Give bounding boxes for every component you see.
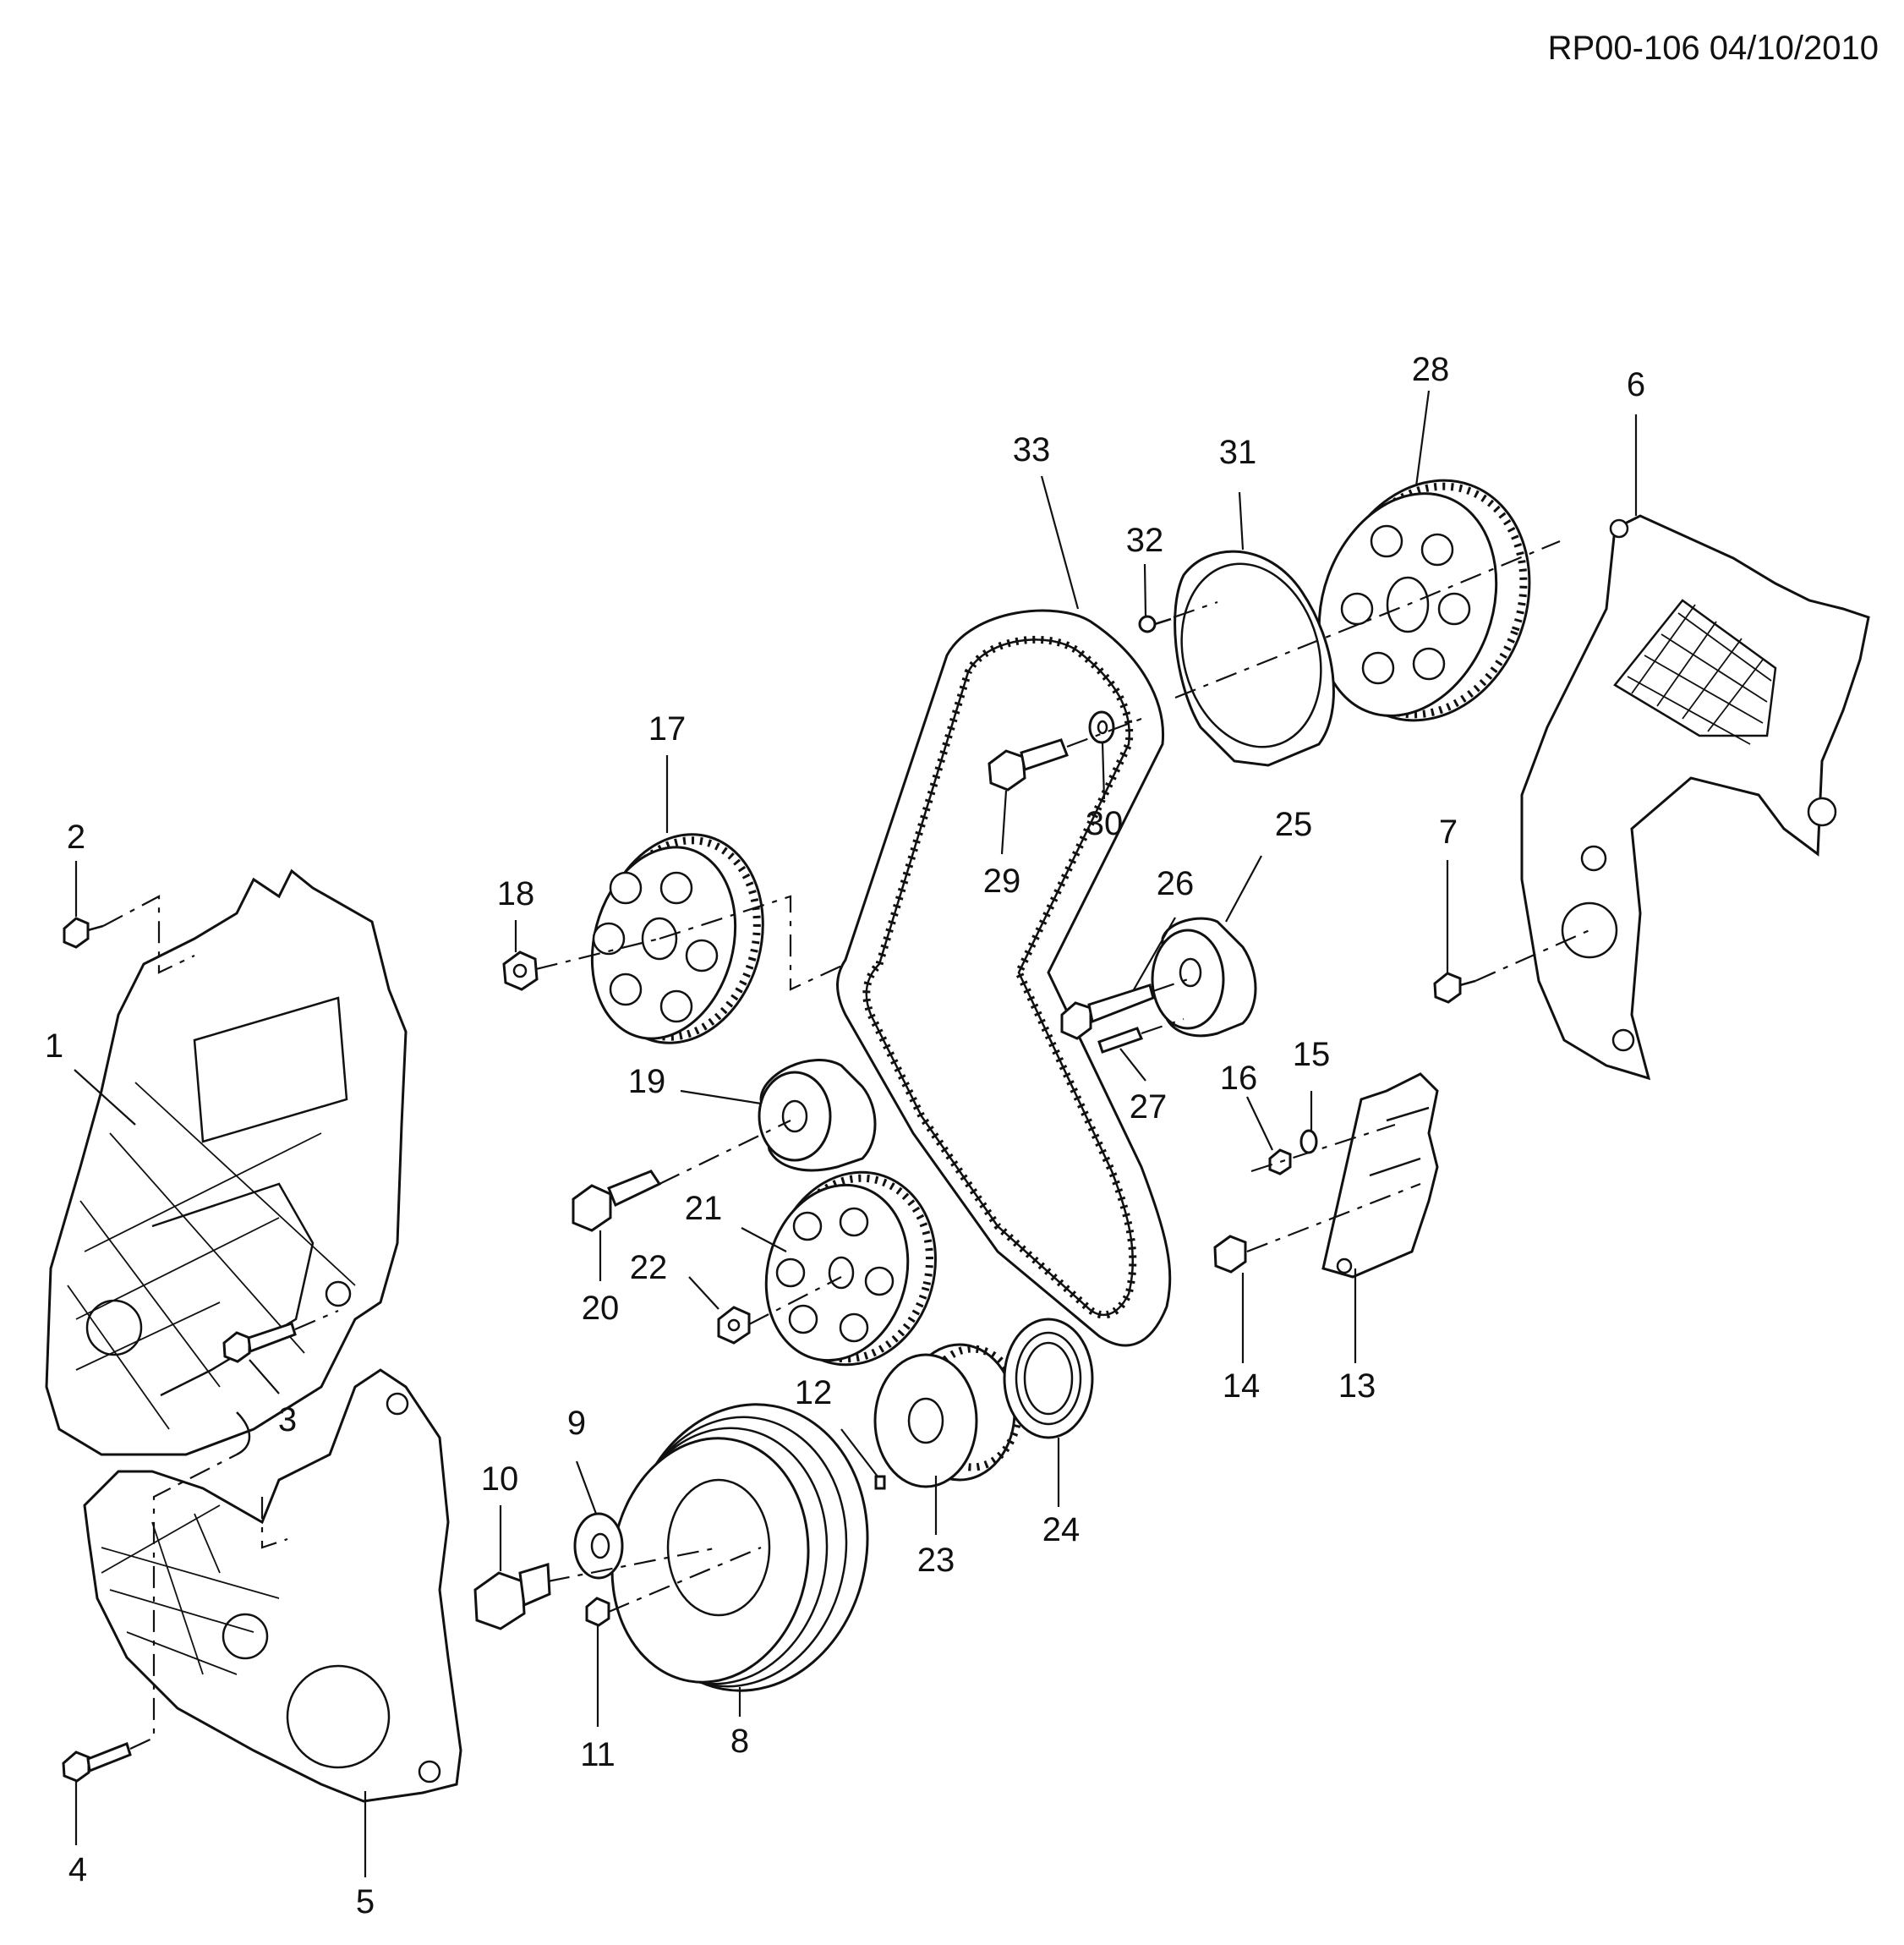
document-code: RP00-106 04/10/2010 [1548,30,1879,67]
callout-30: 30 [1086,805,1124,842]
callout-8: 8 [730,1723,749,1760]
callout-18: 18 [497,875,535,912]
callout-11: 11 [580,1736,616,1773]
part-19-idler-pulley [758,1059,877,1172]
callout-19: 19 [628,1063,666,1100]
part-17-camshaft-sprocket [590,833,764,1044]
part-20-bolt [572,1170,662,1232]
part-13-bracket [1321,1072,1439,1279]
part-5-lower-timing-cover [83,1368,462,1803]
callout-27: 27 [1130,1088,1168,1126]
part-24-seal [1003,1318,1094,1439]
part-21-crankshaft-sprocket [764,1170,937,1367]
callout-22: 22 [630,1249,668,1286]
part-23-crankshaft-gear [873,1343,1023,1488]
callout-10: 10 [481,1460,519,1498]
callout-26: 26 [1157,865,1195,902]
callout-14: 14 [1223,1367,1261,1405]
callout-2: 2 [67,819,85,856]
part-30-washer [1088,710,1115,744]
part-22-nut [717,1306,751,1345]
part-28-camshaft-sprocket [1317,479,1531,722]
callout-20: 20 [582,1290,620,1327]
part-7-bolt [1433,972,1476,1004]
part-18-nut [502,951,539,991]
callout-28: 28 [1412,351,1450,388]
callout-6: 6 [1627,366,1645,403]
part-29-bolt [988,738,1069,792]
callout-3: 3 [278,1401,297,1438]
part-3-bolt [222,1322,297,1363]
part-16-nut [1268,1148,1292,1175]
part-33-timing-belt [836,609,1172,1347]
part-14-bolt [1213,1235,1247,1274]
callout-4: 4 [68,1851,87,1888]
callout-7: 7 [1439,814,1458,851]
callout-25: 25 [1275,806,1313,843]
part-1-upper-timing-cover [45,868,408,1456]
part-2-bolt [63,917,104,949]
part-27-stud [1097,1027,1143,1054]
callout-12: 12 [795,1374,833,1411]
callout-15: 15 [1293,1036,1331,1073]
callout-21: 21 [685,1190,723,1227]
part-25-tensioner-pulley [1151,917,1257,1038]
part-8-crankshaft-pulley [610,1403,869,1692]
part-31-belt-guard [1174,550,1335,767]
callout-13: 13 [1338,1367,1376,1405]
part-12-key [874,1475,886,1490]
part-26-bolt [1060,983,1155,1040]
callout-23: 23 [917,1542,955,1579]
callout-17: 17 [648,710,687,748]
part-32-screw [1138,615,1172,633]
callout-31: 31 [1219,434,1257,471]
part-4-bolt [62,1742,132,1783]
callout-16: 16 [1220,1060,1258,1097]
callout-labels: 2 1 3 4 5 6 7 8 9 10 11 12 13 14 15 16 1… [45,351,1645,1920]
callout-24: 24 [1042,1511,1081,1548]
callout-29: 29 [983,863,1021,900]
callout-32: 32 [1126,522,1164,559]
callout-9: 9 [567,1405,586,1442]
part-15-washer [1299,1129,1318,1154]
leader-lines [74,390,1638,1877]
assembly-centerlines [102,540,1590,1750]
callout-5: 5 [356,1883,375,1920]
part-11-bolt [585,1597,610,1627]
part-6-rear-timing-cover [1520,514,1870,1081]
part-9-washer [573,1512,624,1580]
callout-1: 1 [45,1027,63,1065]
callout-33: 33 [1013,431,1051,468]
part-10-pulley-bolt [473,1563,551,1630]
